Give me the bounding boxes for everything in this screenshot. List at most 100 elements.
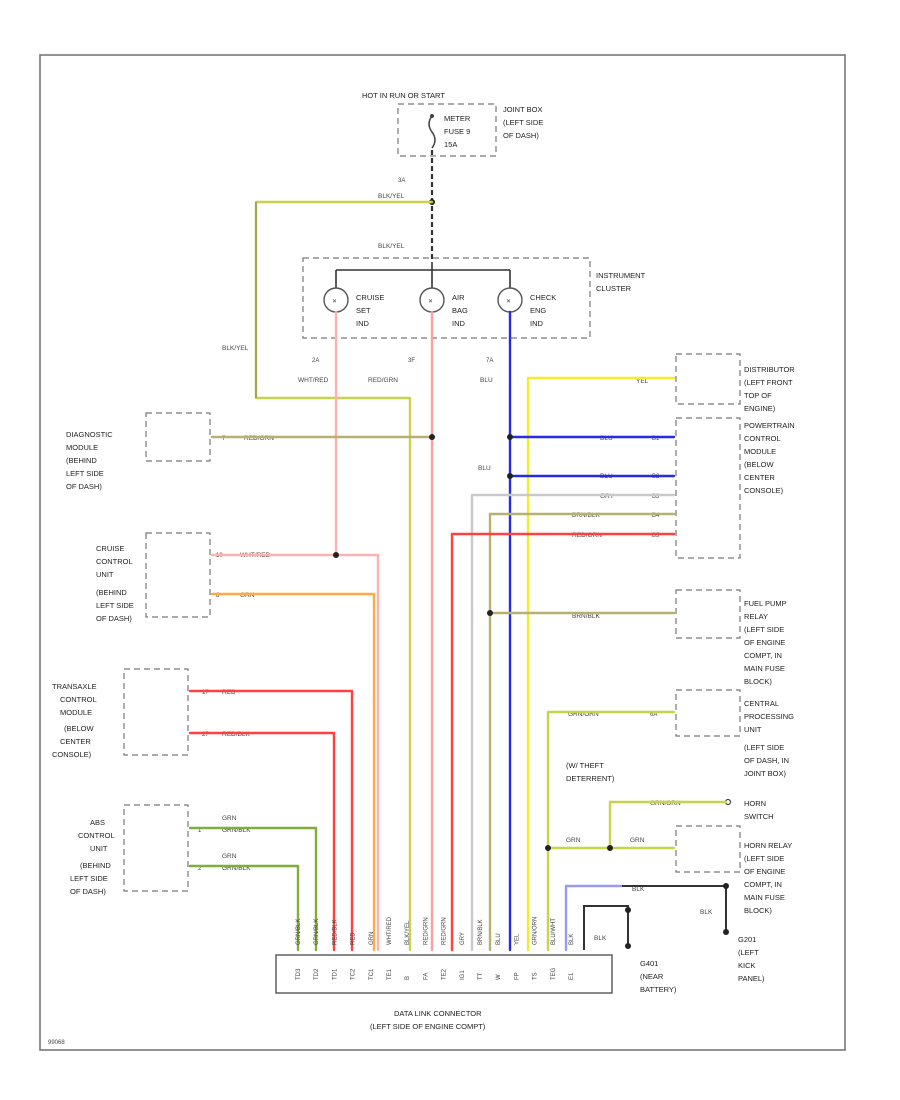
- dlc-wire-label: BLK: [569, 934, 575, 945]
- fpr-label-5: COMPT, IN: [744, 651, 782, 660]
- lamp-cruise-name-3: IND: [356, 319, 370, 328]
- lamp-cruise-name-1: CRUISE: [356, 293, 384, 302]
- lamp-check-wire: BLU: [480, 377, 493, 384]
- transaxle-control-module: TRANSAXLE CONTROL MODULE (BELOW CENTER C…: [52, 668, 250, 759]
- fuse-label-3: 15A: [444, 140, 457, 149]
- pcm-gry-wire: [470, 493, 676, 952]
- g201-wire-label: BLK: [700, 909, 713, 916]
- diag-wire: RED/GRN: [244, 435, 274, 442]
- fuse-header: HOT IN RUN OR START: [362, 91, 445, 100]
- dlc-pin-tt: TT: [478, 972, 484, 980]
- trans-label-6: CONSOLE): [52, 750, 92, 759]
- dlc-wire-label: GRN/BLK: [314, 919, 320, 945]
- abs-pin-1: 1: [198, 828, 202, 834]
- distributor-yel-wire: [526, 376, 676, 952]
- cpu-pin: 6A: [650, 712, 657, 718]
- cpu-label-2: PROCESSING: [744, 712, 794, 721]
- pcm-wire-5: RED/GRN: [572, 532, 602, 539]
- dist-label-3: TOP OF: [744, 391, 772, 400]
- dlc-wire-label: BLU/WHT: [551, 918, 557, 945]
- dlc-pin-b: B: [405, 976, 411, 980]
- fpr-label-1: FUEL PUMP: [744, 599, 787, 608]
- distributor: DISTRIBUTOR (LEFT FRONT TOP OF ENGINE) Y…: [636, 353, 795, 413]
- trans-pin-2: 27: [202, 732, 209, 738]
- diag-pin: 7: [222, 436, 226, 442]
- dlc-pin-e1: E1: [569, 972, 575, 980]
- fpr-label-7: BLOCK): [744, 677, 772, 686]
- splice-cruise: [333, 552, 339, 558]
- pcm-brn-blk-wire: [488, 512, 676, 952]
- horn-relay-box: [675, 825, 741, 873]
- diagram-frame: [39, 54, 846, 1051]
- fuel-pump-relay: FUEL PUMP RELAY (LEFT SIDE OF ENGINE COM…: [572, 589, 787, 686]
- horn-relay: HORN RELAY (LEFT SIDE OF ENGINE COMPT, I…: [566, 825, 792, 915]
- g201-pin: BLK: [632, 886, 645, 893]
- splice-blu-2: [507, 473, 513, 479]
- dist-label-1: DISTRIBUTOR: [744, 365, 795, 374]
- g401-label-2: (NEAR: [640, 972, 664, 981]
- abs-label-6: OF DASH): [70, 887, 106, 896]
- dlc-wire-label: BRN/BLK: [478, 919, 484, 945]
- splice-diag: [429, 434, 435, 440]
- dist-label-4: ENGINE): [744, 404, 776, 413]
- dlc-pin-td1: TD1: [332, 968, 338, 980]
- dlc-pin-teg: TEG: [551, 967, 557, 980]
- trans-wire-1: RED: [222, 689, 236, 696]
- g201-label-1: G201: [738, 935, 756, 944]
- horn-relay-label-2: (LEFT SIDE: [744, 854, 784, 863]
- central-processing-unit: CENTRAL PROCESSING UNIT (LEFT SIDE OF DA…: [566, 689, 794, 783]
- abs-label-4: (BEHIND: [80, 861, 111, 870]
- splice-g401: [625, 907, 631, 913]
- abs-grn-blk-wire-2: [188, 864, 300, 952]
- cpu-box: [675, 689, 741, 737]
- horn-relay-wire-b: GRN: [630, 837, 645, 844]
- pcm-label-1: POWERTRAIN: [744, 421, 795, 430]
- blu-wht-wire: [564, 884, 624, 952]
- fpr-label-2: RELAY: [744, 612, 768, 621]
- dlc-wire-label: YEL: [514, 933, 520, 945]
- cpu-label-5: OF DASH, IN: [744, 756, 789, 765]
- g401-wire-label: BLK: [594, 935, 607, 942]
- lamp-cruise: ✕ CRUISE SET IND: [323, 287, 384, 328]
- horn-relay-label-5: MAIN FUSE: [744, 893, 785, 902]
- trans-label-2: CONTROL: [60, 695, 97, 704]
- pcm-label-4: (BELOW: [744, 460, 775, 469]
- abs-control-unit: ABS CONTROL UNIT (BEHIND LEFT SIDE OF DA…: [70, 804, 251, 896]
- abs-name-2: GRN: [222, 853, 237, 860]
- lamp-check-name-1: CHECK: [530, 293, 556, 302]
- lamp-airbag-name-2: BAG: [452, 306, 468, 315]
- pcm-box: [675, 417, 741, 559]
- left-wire-label-1: BLK/YEL: [222, 345, 249, 352]
- cluster-label-2: CLUSTER: [596, 284, 632, 293]
- fpr-label-4: OF ENGINE: [744, 638, 785, 647]
- abs-label-5: LEFT SIDE: [70, 874, 108, 883]
- trans-label-4: (BELOW: [64, 724, 95, 733]
- svg-text:✕: ✕: [428, 299, 433, 305]
- dlc-wire-label: GRN/ORN: [533, 917, 539, 945]
- pcm-label-3: MODULE: [744, 447, 776, 456]
- lamp-airbag-name-3: IND: [452, 319, 466, 328]
- trans-label-3: MODULE: [60, 708, 92, 717]
- lamp-check-engine: ✕ CHECK ENG IND: [497, 287, 556, 328]
- abs-wire-1: GRN/BLK: [222, 827, 251, 834]
- cpu-grn-orn-wire: [546, 710, 676, 952]
- ground-icon: [723, 929, 729, 935]
- fuse-label-1: METER: [444, 114, 471, 123]
- splice-g201: [723, 883, 729, 889]
- dlc-wire-label: GRN/BLK: [296, 919, 302, 945]
- trans-pin-1: 17: [202, 690, 209, 696]
- dlc-wire-label: RED/GRN: [423, 917, 429, 945]
- pcm-pin-5: B5: [652, 533, 660, 539]
- trans-label-5: CENTER: [60, 737, 91, 746]
- pcm-pin-3: B3: [652, 494, 660, 500]
- pcm-wire-4: BRN/BLK: [572, 512, 600, 519]
- fuse-out-wire: BLK/YEL: [378, 193, 405, 200]
- splice-horn-1: [545, 845, 551, 851]
- diag-box: [145, 412, 211, 462]
- fpr-label-6: MAIN FUSE: [744, 664, 785, 673]
- pcm-blu-label: BLU: [478, 465, 491, 472]
- splice-horn-2: [607, 845, 613, 851]
- cruise-label-3: UNIT: [96, 570, 114, 579]
- horn-relay-label-1: HORN RELAY: [744, 841, 792, 850]
- horn-switch-label-1: HORN: [744, 799, 766, 808]
